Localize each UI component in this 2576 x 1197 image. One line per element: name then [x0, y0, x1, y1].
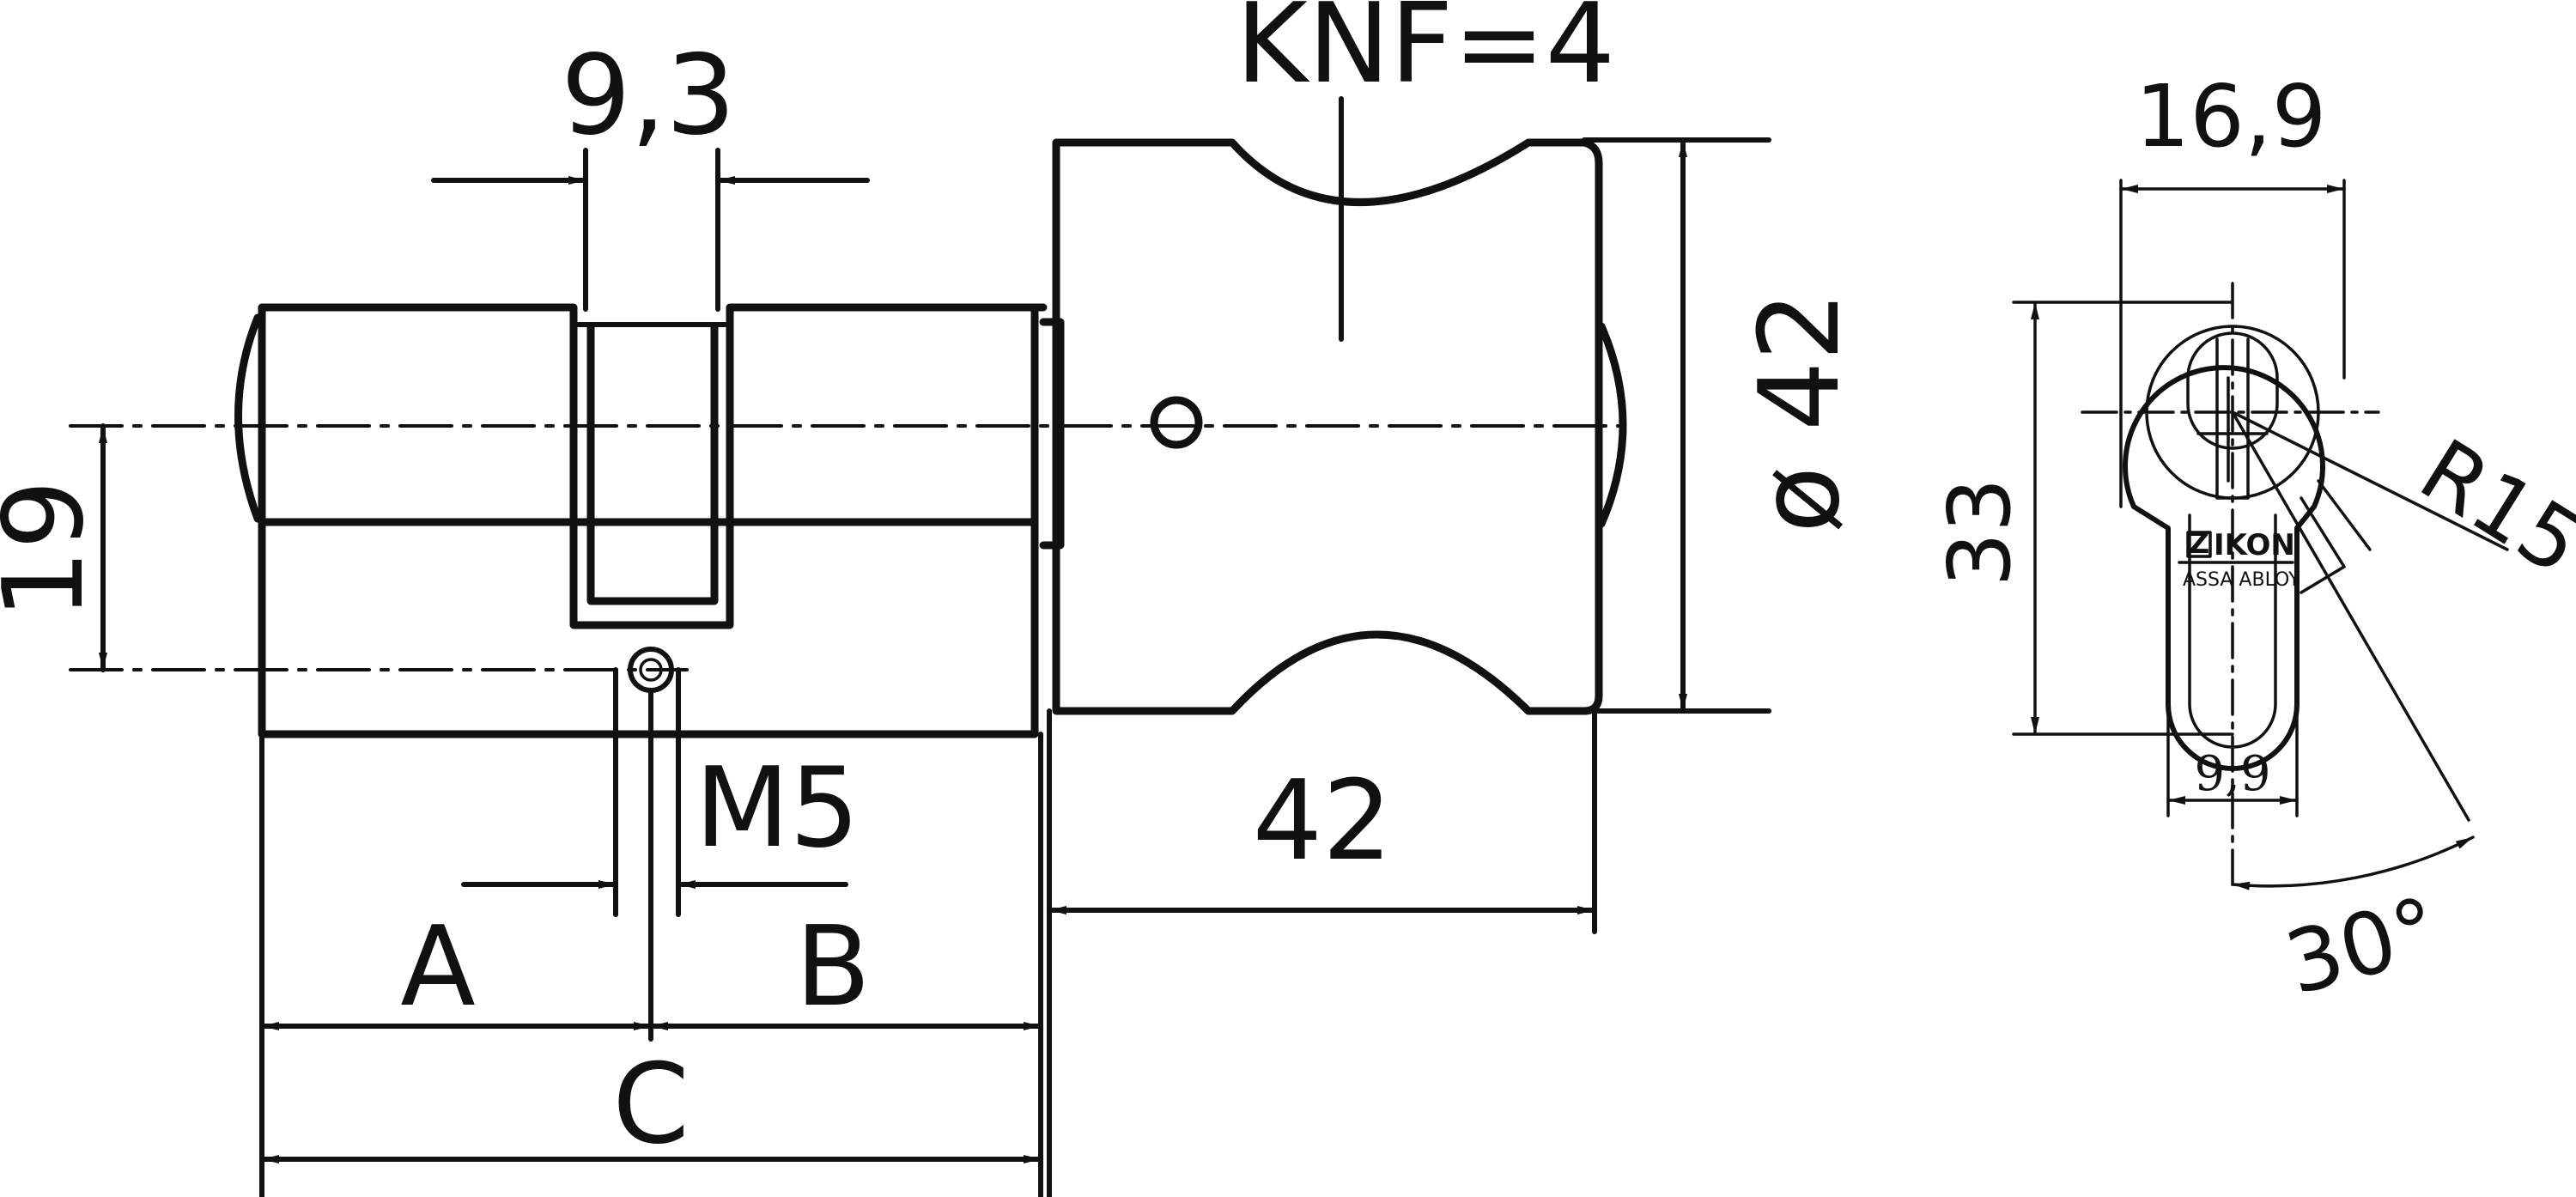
dim-profile-width: 16,9: [2119, 66, 2346, 508]
label-cam-angle: 30°: [2275, 878, 2448, 1014]
label-knob-length: 42: [1253, 757, 1393, 885]
brand-logo: Z IKON ASSA ABLOY: [2178, 526, 2300, 591]
dim-width-key: 9,3: [431, 32, 870, 312]
label-knob-flats: KNF=4: [1236, 0, 1615, 108]
label-profile-width: 16,9: [2136, 66, 2327, 167]
label-length-b: B: [795, 903, 871, 1031]
dim-abc: A B C: [259, 689, 1043, 1197]
dim-screw-thread: M5: [461, 667, 860, 917]
label-profile-bottom-width: 9,9: [2194, 746, 2270, 802]
dim-knob-diameter: ø 42: [1582, 137, 1864, 714]
logo-brand: IKON: [2214, 528, 2295, 562]
dim-profile-height: 33: [1929, 301, 2234, 736]
label-screw-thread: M5: [695, 744, 860, 872]
logo-badge-icon: [2186, 531, 2212, 558]
dim-cam-angle: 30°: [2231, 835, 2475, 1014]
label-length-a: A: [400, 903, 476, 1031]
dim-profile-bottom-width: 9,9: [2166, 711, 2299, 817]
dim-knob-length: 42: [1047, 708, 1597, 1197]
dim-profile-radius: R15: [2403, 420, 2576, 594]
label-length-c: C: [612, 1041, 689, 1169]
label-profile-radius: R15: [2403, 420, 2576, 594]
label-height-19: 19: [0, 480, 108, 620]
logo-badge: Z: [2189, 526, 2210, 561]
dim-height-19: 19: [0, 423, 108, 672]
cylinder-profile-view: [2081, 282, 2509, 890]
label-width-key: 9,3: [561, 32, 736, 160]
logo-parent: ASSA ABLOY: [2183, 569, 2300, 591]
knob-hole-icon: [1150, 396, 1203, 449]
label-knob-diameter: ø 42: [1736, 291, 1864, 533]
label-profile-height: 33: [1929, 477, 2030, 586]
dim-knob-flats: KNF=4: [1236, 0, 1615, 342]
